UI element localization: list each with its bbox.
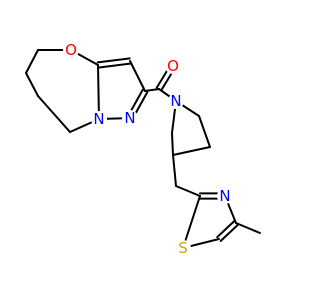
bond-c6a-c7 [25, 49, 39, 74]
molecule-diagram: O N N O N N S [25, 41, 261, 257]
bond-ch2-ct2 [175, 185, 201, 197]
atom-label-s-thiazole: S [178, 239, 188, 257]
atom-n-pyrrolidine: N [168, 92, 184, 110]
bond-st-ct2 [182, 195, 201, 249]
atom-o-carbonyl: O [165, 57, 181, 75]
bond-c3a-n4 [97, 64, 100, 120]
bond-c8-c9 [37, 95, 71, 133]
atom-label-o-carbonyl: O [167, 57, 179, 75]
bond-cp1-cp4 [171, 132, 174, 156]
molecule-structure: O N N O N N S [25, 41, 261, 257]
bond-cp2-cp3 [198, 115, 211, 148]
bond-ct4-ct5-a [216, 220, 236, 239]
atom-n-pyrazole-2: N [122, 109, 138, 127]
bond-c3a-c3-b [96, 57, 131, 64]
bond-c7-c8 [25, 72, 39, 97]
bond-cp4-ch2 [172, 154, 177, 187]
bond-c3-c2 [129, 60, 146, 92]
atom-n-pyrazole-1: N [91, 110, 107, 128]
bond-ct4-me [235, 222, 261, 234]
bond-ct4-ct5-b [219, 223, 239, 242]
atom-label-layer: O N N O N N S [63, 41, 233, 257]
atom-o-ring: O [63, 41, 79, 59]
atom-n-thiazole: N [217, 187, 233, 205]
bond-cp3-cp4 [172, 146, 211, 156]
atom-label-n-pyrrolidine: N [170, 92, 181, 110]
bond-c3a-c3-a [97, 62, 132, 69]
atom-label-o-ring: O [65, 41, 77, 59]
atom-label-n-thiazole: N [219, 187, 230, 205]
atom-label-n-pyrazole-1: N [93, 110, 104, 128]
bond-c2-cc [144, 88, 160, 92]
atom-label-n-pyrazole-2: N [124, 109, 135, 127]
bond-layer [25, 49, 261, 249]
atom-s-thiazole: S [175, 239, 191, 257]
